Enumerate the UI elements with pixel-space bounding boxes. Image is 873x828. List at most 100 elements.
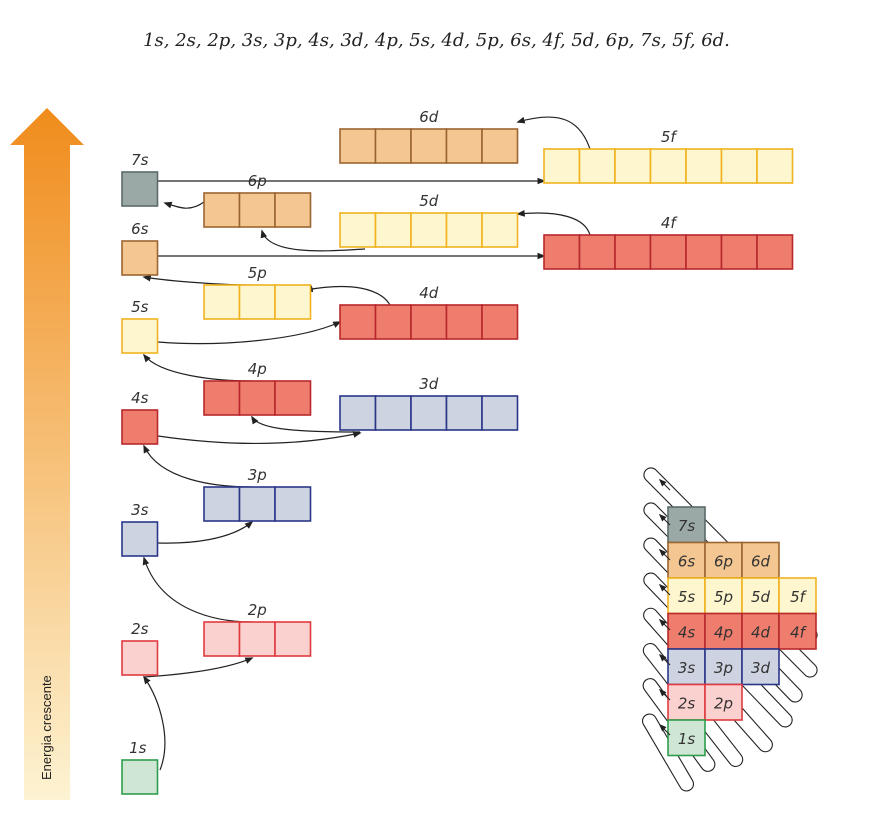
orbital-box — [649, 234, 687, 270]
orbital-box — [339, 212, 377, 248]
diagonal-cell-7s: 7s — [667, 506, 706, 544]
orbital-box — [274, 192, 312, 228]
orbital-box — [374, 395, 412, 431]
energy-arrow-shape — [10, 108, 84, 800]
diagonal-cell-2p: 2p — [704, 683, 743, 721]
orbital-box — [238, 486, 276, 522]
orbital-box — [121, 640, 159, 676]
orbital-box — [274, 486, 312, 522]
orbital-box — [481, 395, 519, 431]
diagonal-arrow — [658, 688, 671, 701]
diagonal-cell-box — [667, 506, 706, 544]
diagonal-cell-box — [741, 541, 780, 579]
diagonal-arrow — [658, 583, 671, 596]
orbital-box — [756, 148, 794, 184]
diagonal-cell-3p: 3p — [704, 648, 743, 686]
orbital-label: 3d — [419, 375, 439, 393]
filling-arrow — [516, 116, 591, 150]
orbital-box — [203, 284, 241, 320]
diagonal-arrow — [658, 653, 671, 666]
filling-arrow — [142, 353, 253, 382]
orbital-box — [203, 486, 241, 522]
diagonal-cell-6p: 6p — [704, 541, 743, 579]
orbital-box — [238, 621, 276, 657]
diagonal-cell-label: 5s — [678, 588, 696, 606]
filling-arrow — [157, 321, 342, 345]
orbital-box — [339, 304, 377, 340]
diagonal-cell-4p: 4p — [704, 612, 743, 650]
orbital-box — [121, 318, 159, 354]
orbital-label: 1s — [129, 739, 147, 757]
orbital-6p: 6p — [203, 172, 312, 228]
orbital-box — [481, 212, 519, 248]
diagonal-cell-5p: 5p — [704, 577, 743, 615]
orbital-1s: 1s — [121, 739, 159, 795]
diagonal-cell-5d: 5d — [741, 577, 780, 615]
orbital-box — [543, 234, 581, 270]
diagonal-cell-label: 2s — [678, 694, 696, 712]
orbital-2p: 2p — [203, 601, 312, 657]
orbital-box — [445, 395, 483, 431]
orbital-box — [339, 128, 377, 164]
orbital-label: 4p — [248, 360, 267, 378]
filling-arrow — [163, 201, 205, 209]
diagonal-cell-4f: 4f — [778, 612, 817, 650]
diagonal-cell-label: 5d — [751, 588, 771, 606]
filling-arrow — [304, 285, 391, 306]
orbital-box — [274, 284, 312, 320]
diagonal-cell-6d: 6d — [741, 541, 780, 579]
orbital-box — [720, 234, 758, 270]
orbital-box — [756, 234, 794, 270]
orbital-label: 7s — [131, 151, 149, 169]
filling-arrow — [143, 657, 254, 678]
orbital-box — [339, 395, 377, 431]
orbital-5f: 5f — [543, 128, 794, 184]
orbital-box — [274, 621, 312, 657]
orbital-box — [374, 128, 412, 164]
orbital-7s: 7s — [121, 151, 159, 207]
diagonal-cell-label: 3s — [678, 659, 696, 677]
orbital-label: 5f — [661, 128, 679, 146]
orbital-3p: 3p — [203, 466, 312, 522]
energy-arrow: Energia crescente — [10, 108, 84, 800]
orbital-3s: 3s — [121, 501, 159, 557]
orbital-box — [203, 621, 241, 657]
diagonal-cell-box — [778, 577, 817, 615]
diagonal-cell-3s: 3s — [667, 648, 706, 686]
orbital-5s: 5s — [121, 298, 159, 354]
orbital-box — [121, 759, 159, 795]
diagonal-cell-2s: 2s — [667, 683, 706, 721]
diagonal-cell-5f: 5f — [778, 577, 817, 615]
orbital-box — [720, 148, 758, 184]
filling-sequence: 1s, 2s, 2p, 3s, 3p, 4s, 3d, 4p, 5s, 4d, … — [143, 30, 730, 51]
orbital-box — [374, 304, 412, 340]
orbital-box — [238, 192, 276, 228]
orbital-box — [121, 240, 159, 276]
orbital-5d: 5d — [339, 192, 519, 248]
orbital-box — [649, 148, 687, 184]
filling-arrow — [260, 229, 366, 252]
orbital-box — [274, 380, 312, 416]
orbital-box — [578, 234, 616, 270]
diagonal-cell-label: 6d — [751, 552, 771, 570]
orbital-4s: 4s — [121, 389, 159, 445]
orbital-label: 5d — [419, 192, 439, 210]
orbital-6d: 6d — [339, 108, 519, 164]
orbital-box — [203, 380, 241, 416]
diagonal-cell-label: 4p — [714, 623, 733, 641]
diagonal-arrow — [658, 548, 671, 561]
diagonal-cell-label: 4d — [751, 623, 771, 641]
filling-arrow — [157, 520, 254, 544]
orbital-label: 4f — [661, 214, 679, 232]
orbital-3d: 3d — [339, 375, 519, 431]
energy-axis-label: Energia crescente — [39, 675, 54, 780]
filling-arrow — [142, 556, 253, 623]
orbital-box — [445, 128, 483, 164]
diagonal-cell-3d: 3d — [741, 648, 780, 686]
diagonal-cell-label: 5f — [790, 588, 808, 606]
orbital-label: 3p — [248, 466, 267, 484]
orbital-box — [481, 128, 519, 164]
diagonal-cell-label: 1s — [678, 730, 696, 748]
